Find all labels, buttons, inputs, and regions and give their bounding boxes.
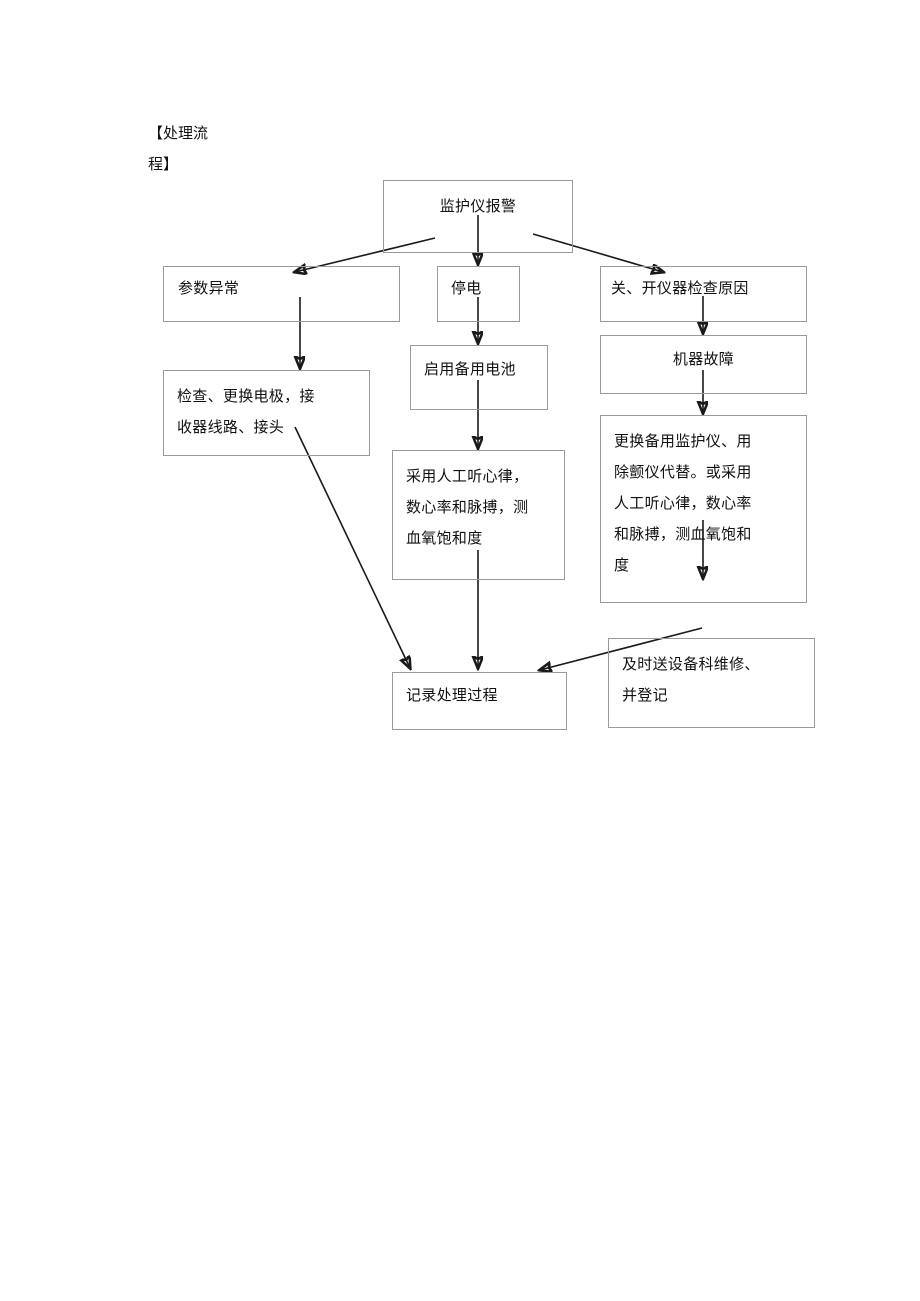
node-backup-battery[interactable]: 启用备用电池 — [410, 345, 548, 410]
node-machine-fault-label: 机器故障 — [672, 350, 735, 368]
node-check-electrodes-label: 检查、更换电极，接 收器线路、接头 — [177, 387, 315, 436]
node-manual-vitals-label: 采用人工听心律， 数心率和脉搏，测 血氧饱和度 — [406, 467, 529, 547]
page-title: 【处理流 程】 — [148, 124, 209, 173]
node-param-abnormal[interactable]: 参数异常 — [163, 266, 400, 322]
node-machine-fault[interactable]: 机器故障 — [600, 335, 807, 394]
node-alarm-label: 监护仪报警 — [439, 197, 517, 215]
node-backup-battery-label: 启用备用电池 — [424, 360, 516, 378]
node-replace-monitor-label: 更换备用监护仪、用 除颤仪代替。或采用 人工听心律，数心率 和脉搏，测血氧饱和 … — [614, 432, 752, 574]
node-record-process-label: 记录处理过程 — [406, 686, 498, 704]
node-toggle-device-check[interactable]: 关、开仪器检查原因 — [600, 266, 807, 322]
node-replace-monitor[interactable]: 更换备用监护仪、用 除颤仪代替。或采用 人工听心律，数心率 和脉搏，测血氧饱和 … — [600, 415, 807, 603]
node-check-electrodes[interactable]: 检查、更换电极，接 收器线路、接头 — [163, 370, 370, 456]
node-param-abnormal-label: 参数异常 — [178, 279, 240, 297]
node-send-repair-label: 及时送设备科维修、 并登记 — [622, 655, 760, 704]
node-record-process[interactable]: 记录处理过程 — [392, 672, 567, 730]
node-power-outage-label: 停电 — [451, 279, 482, 297]
node-send-repair[interactable]: 及时送设备科维修、 并登记 — [608, 638, 815, 728]
node-alarm[interactable]: 监护仪报警 — [383, 180, 573, 253]
node-power-outage[interactable]: 停电 — [437, 266, 520, 322]
node-manual-vitals[interactable]: 采用人工听心律， 数心率和脉搏，测 血氧饱和度 — [392, 450, 565, 580]
node-toggle-device-check-label: 关、开仪器检查原因 — [611, 279, 749, 297]
